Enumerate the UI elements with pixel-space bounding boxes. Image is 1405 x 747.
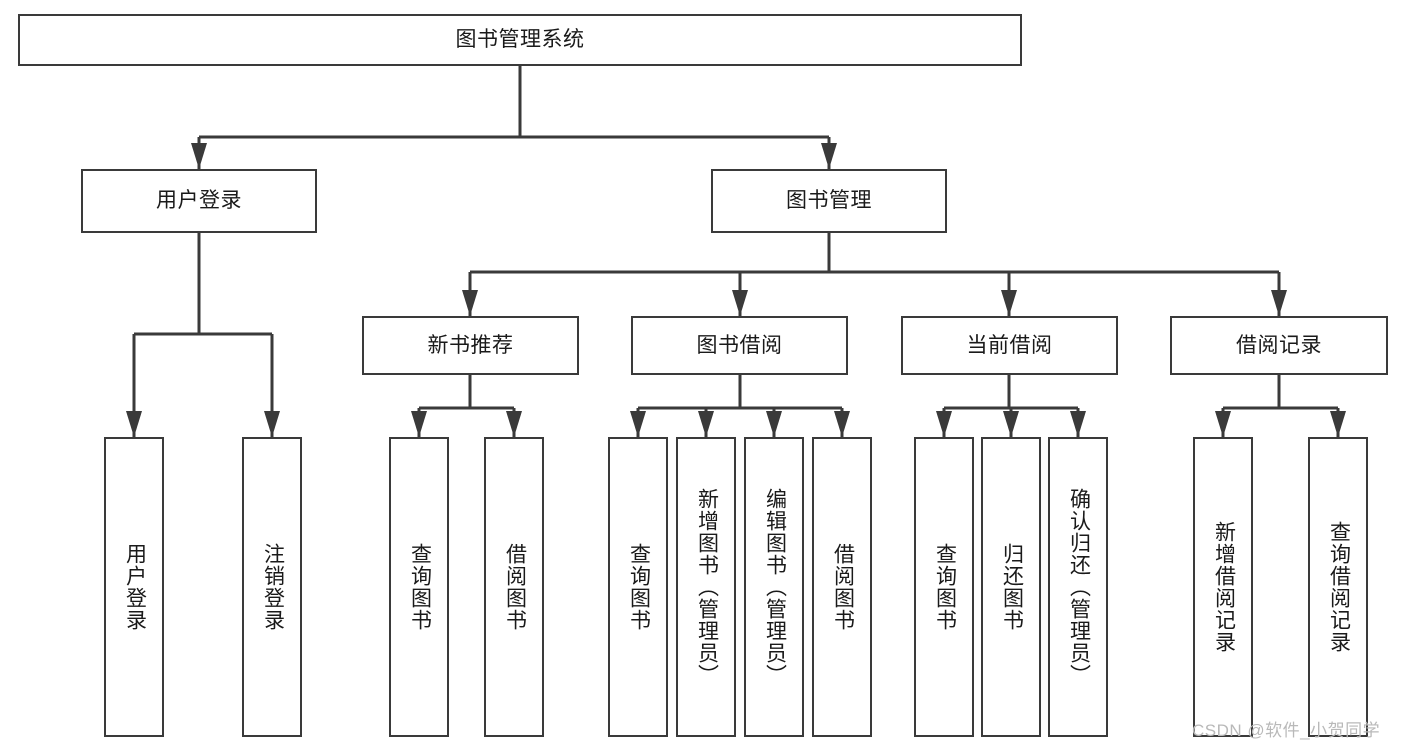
node-leaf-current-confirm[interactable]: 确认归还（管理员） (1048, 437, 1108, 737)
arrowhead-current-borrow-to-leaves-2 (1070, 411, 1086, 437)
node-label-leaf-borrow-edit: 编辑图书（管理员） (763, 488, 787, 686)
arrowhead-new-book-rec-to-leaves-1 (506, 411, 522, 437)
arrowhead-user-login-to-leaves-0 (126, 411, 142, 437)
node-label-leaf-borrow-query: 查询图书 (627, 543, 651, 631)
node-leaf-user-login[interactable]: 用户登录 (104, 437, 164, 737)
arrowhead-current-borrow-to-leaves-0 (936, 411, 952, 437)
node-label-root: 图书管理系统 (455, 28, 585, 52)
node-new-book-rec[interactable]: 新书推荐 (362, 316, 579, 375)
node-leaf-borrow-lend[interactable]: 借阅图书 (812, 437, 872, 737)
node-borrow-record[interactable]: 借阅记录 (1170, 316, 1388, 375)
node-user-login[interactable]: 用户登录 (81, 169, 317, 233)
node-label-leaf-record-query: 查询借阅记录 (1327, 521, 1351, 653)
node-current-borrow[interactable]: 当前借阅 (901, 316, 1118, 375)
node-root[interactable]: 图书管理系统 (18, 14, 1022, 66)
arrowhead-root-to-level1-0 (191, 143, 207, 169)
arrowhead-book-manage-to-level2-2 (1001, 290, 1017, 316)
connector-group (126, 66, 1346, 437)
node-label-leaf-current-return: 归还图书 (1000, 543, 1024, 631)
watermark-text: CSDN @软件_小贺同学 (1192, 721, 1381, 740)
arrowhead-user-login-to-leaves-1 (264, 411, 280, 437)
node-label-borrow-record: 借阅记录 (1236, 333, 1322, 357)
node-leaf-record-add[interactable]: 新增借阅记录 (1193, 437, 1253, 737)
arrowhead-book-manage-to-level2-3 (1271, 290, 1287, 316)
arrowhead-root-to-level1-1 (821, 143, 837, 169)
node-label-book-borrow: 图书借阅 (696, 333, 783, 357)
node-label-leaf-borrow-lend: 借阅图书 (831, 543, 855, 631)
node-label-current-borrow: 当前借阅 (966, 333, 1053, 357)
node-label-new-book-rec: 新书推荐 (427, 333, 514, 357)
node-label-leaf-borrow-add: 新增图书（管理员） (695, 488, 719, 686)
arrowhead-new-book-rec-to-leaves-0 (411, 411, 427, 437)
node-leaf-rec-borrow[interactable]: 借阅图书 (484, 437, 544, 737)
node-leaf-borrow-edit[interactable]: 编辑图书（管理员） (744, 437, 804, 737)
node-label-leaf-user-login: 用户登录 (123, 543, 147, 631)
node-book-borrow[interactable]: 图书借阅 (631, 316, 848, 375)
arrowhead-current-borrow-to-leaves-1 (1003, 411, 1019, 437)
arrowhead-borrow-record-to-leaves-0 (1215, 411, 1231, 437)
arrowhead-borrow-record-to-leaves-1 (1330, 411, 1346, 437)
arrowhead-book-borrow-to-leaves-2 (766, 411, 782, 437)
node-label-user-login: 用户登录 (156, 189, 242, 213)
node-leaf-borrow-query[interactable]: 查询图书 (608, 437, 668, 737)
node-book-manage[interactable]: 图书管理 (711, 169, 947, 233)
node-label-leaf-rec-borrow: 借阅图书 (503, 543, 527, 631)
node-label-leaf-current-query: 查询图书 (933, 543, 957, 631)
node-leaf-current-return[interactable]: 归还图书 (981, 437, 1041, 737)
node-label-leaf-rec-query: 查询图书 (408, 543, 432, 631)
node-label-book-manage: 图书管理 (786, 189, 872, 213)
arrowhead-book-manage-to-level2-1 (732, 290, 748, 316)
arrowhead-book-borrow-to-leaves-1 (698, 411, 714, 437)
arrowhead-book-borrow-to-leaves-0 (630, 411, 646, 437)
node-label-leaf-user-logout: 注销登录 (261, 543, 285, 631)
arrowhead-book-manage-to-level2-0 (462, 290, 478, 316)
node-leaf-user-logout[interactable]: 注销登录 (242, 437, 302, 737)
node-leaf-record-query[interactable]: 查询借阅记录 (1308, 437, 1368, 737)
node-label-leaf-record-add: 新增借阅记录 (1212, 521, 1236, 653)
arrowhead-book-borrow-to-leaves-3 (834, 411, 850, 437)
node-leaf-rec-query[interactable]: 查询图书 (389, 437, 449, 737)
node-leaf-borrow-add[interactable]: 新增图书（管理员） (676, 437, 736, 737)
node-label-leaf-current-confirm: 确认归还（管理员） (1067, 488, 1091, 686)
node-leaf-current-query[interactable]: 查询图书 (914, 437, 974, 737)
